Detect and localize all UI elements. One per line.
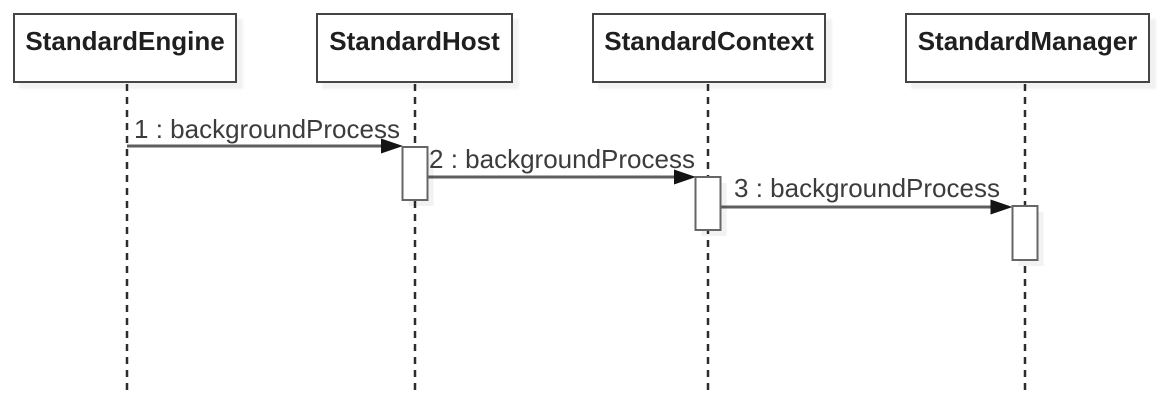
activation-bars — [401, 146, 1044, 266]
lifeline-head-label: StandardContext — [604, 26, 814, 56]
message-arrowhead-3 — [990, 199, 1013, 215]
lifeline-head-label: StandardManager — [917, 26, 1138, 56]
message-label-1: 1 : backgroundProcess — [134, 114, 400, 144]
message-label-2: 2 : backgroundProcess — [429, 144, 695, 174]
lifeline-head-label: StandardHost — [329, 26, 500, 56]
message-arrows — [127, 138, 1013, 215]
activation-bar-standardcontext — [694, 176, 722, 231]
message-arrowhead-2 — [674, 169, 696, 185]
message-arrowhead-1 — [381, 138, 403, 154]
lifeline-head-standardengine: StandardEngine — [13, 13, 237, 83]
lifeline-head-standardhost: StandardHost — [316, 13, 513, 83]
activation-bar-standardhost — [401, 146, 429, 201]
lifeline-head-standardcontext: StandardContext — [592, 13, 826, 83]
message-label-3: 3 : backgroundProcess — [734, 173, 1000, 203]
lifeline-head-standardmanager: StandardManager — [905, 13, 1150, 83]
activation-bar-standardmanager — [1011, 205, 1039, 261]
lifeline-head-label: StandardEngine — [25, 26, 225, 56]
